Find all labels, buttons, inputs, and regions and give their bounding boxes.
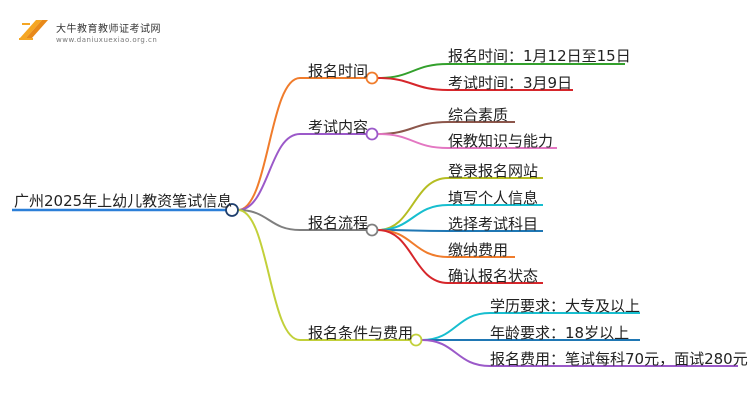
leaf-select-subjects: 选择考试科目 [448, 215, 539, 233]
leaf-education-requirement: 学历要求：大专及以上 [490, 297, 641, 315]
branch-label-conditions-fees: 报名条件与费用 [308, 324, 414, 342]
connector-branch-2-leaf-3 [377, 229, 449, 258]
connector-branch-2-leaf-0 [377, 177, 449, 231]
leaf-care-education-knowledge: 保教知识与能力 [448, 132, 554, 150]
connector-root-branch-2 [237, 209, 301, 231]
branch-node-circle-1 [365, 127, 379, 141]
connector-branch-0-leaf-1 [377, 77, 449, 91]
branch-node-circle-3 [409, 333, 423, 347]
leaf-age-requirement: 年龄要求：18岁以上 [490, 324, 630, 342]
connector-branch-1-leaf-0 [377, 121, 449, 135]
branch-label-registration-time: 报名时间 [308, 62, 369, 80]
site-url: www.daniuxuexiao.org.cn [56, 36, 158, 44]
connector-root-branch-1 [237, 133, 301, 211]
connector-root-branch-0 [237, 77, 301, 211]
branch-node-circle-2 [365, 223, 379, 237]
connector-branch-2-leaf-4 [377, 229, 449, 284]
branch-label-exam-content: 考试内容 [308, 118, 369, 136]
connector-branch-3-leaf-2 [421, 339, 491, 367]
leaf-exam-date: 考试时间：3月9日 [448, 74, 573, 92]
leaf-login-site: 登录报名网站 [448, 162, 539, 180]
book-logo-icon [19, 20, 48, 40]
leaf-fee-details: 报名费用：笔试每科70元，面试280元 [490, 350, 748, 368]
leaf-fill-personal-info: 填写个人信息 [448, 189, 539, 207]
leaf-registration-period: 报名时间：1月12日至15日 [448, 47, 631, 65]
leaf-comprehensive-quality: 综合素质 [448, 106, 509, 124]
leaf-pay-fees: 缴纳费用 [448, 241, 509, 259]
site-logo [16, 14, 52, 44]
site-title: 大牛教育教师证考试网 [56, 24, 161, 35]
connector-branch-3-leaf-0 [421, 312, 491, 341]
branch-label-registration-process: 报名流程 [308, 214, 369, 232]
connector-branch-1-leaf-1 [377, 133, 449, 149]
leaf-confirm-status: 确认报名状态 [448, 267, 539, 285]
branch-node-circle-0 [365, 71, 379, 85]
connector-branch-2-leaf-1 [377, 204, 449, 231]
connector-root-branch-3 [237, 209, 301, 341]
connector-branch-0-leaf-0 [377, 63, 449, 79]
root-node-label: 广州2025年上幼儿教资笔试信息 [14, 192, 233, 210]
root-node-circle [225, 203, 239, 217]
